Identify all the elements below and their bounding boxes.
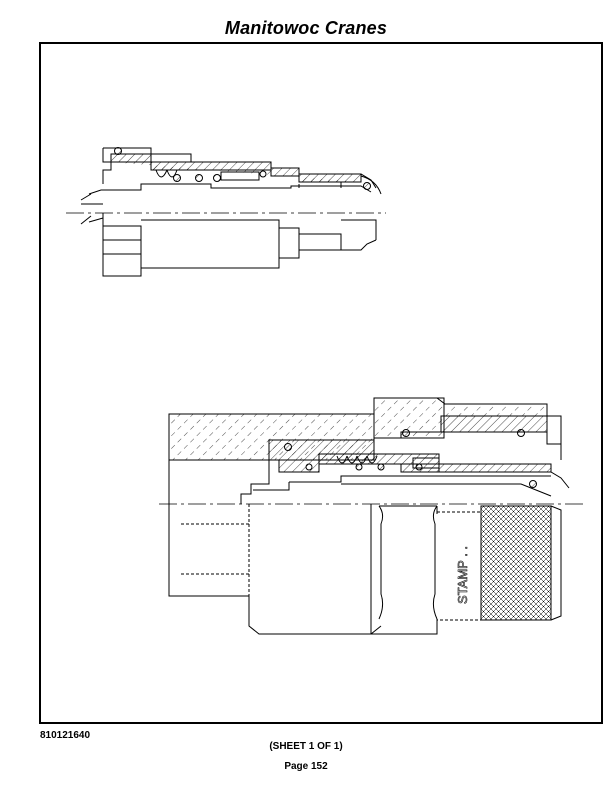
- page-number: Page 152: [284, 761, 328, 772]
- part-number: 810121640: [40, 730, 91, 741]
- stamp-label: STAMP . .: [455, 546, 470, 604]
- page-title: Manitowoc Cranes: [224, 18, 388, 38]
- technical-drawing: STAMP . .: [66, 147, 586, 635]
- sheet-label: (SHEET 1 OF 1): [269, 741, 343, 752]
- upper-assembly-drawing: [66, 147, 386, 277]
- drawing-frame: STAMP . .: [39, 42, 603, 724]
- lower-assembly-drawing: STAMP . .: [159, 397, 586, 635]
